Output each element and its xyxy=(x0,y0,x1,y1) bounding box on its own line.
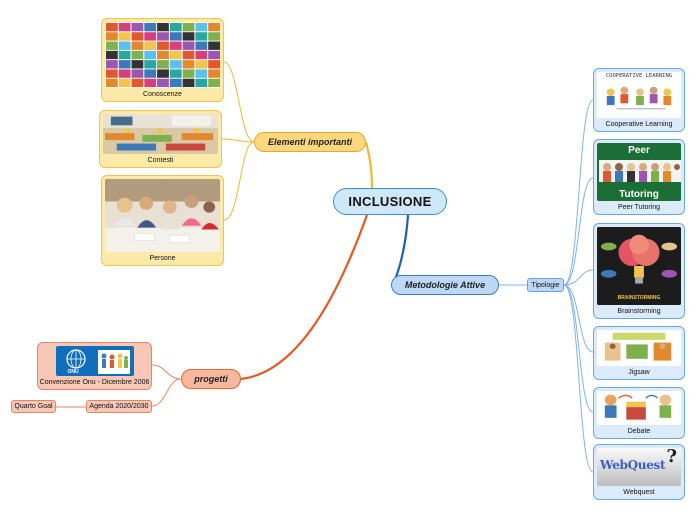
brainstorming-image: BRAINSTORMING xyxy=(597,227,681,305)
question-mark-icon: ? xyxy=(666,448,677,467)
label-peer-tutoring: Peer Tutoring xyxy=(617,204,661,211)
label-brainstorming: Brainstorming xyxy=(617,308,661,315)
central-topic[interactable]: INCLUSIONE xyxy=(333,188,447,215)
card-peer-tutoring[interactable]: Peer Tutoring Peer Tutoring xyxy=(593,139,685,215)
peer-tutoring-image: Peer Tutoring xyxy=(597,143,681,201)
peer-title: Peer xyxy=(628,145,650,156)
card-conoscenze[interactable]: Conoscenze xyxy=(101,18,224,102)
card-contesti[interactable]: Contesti xyxy=(99,110,222,168)
tutoring-title: Tutoring xyxy=(619,189,659,200)
topic-progetti[interactable]: progetti xyxy=(181,369,241,389)
card-persone[interactable]: Persone xyxy=(101,175,224,266)
node-agenda-2020-2030[interactable]: Agenda 2020/2030 xyxy=(86,400,152,413)
persone-image xyxy=(105,179,220,252)
onu-text: ONU xyxy=(67,369,79,375)
card-webquest[interactable]: WebQuest ? Webquest xyxy=(593,444,685,500)
brainstorming-caption: BRAINSTORMING xyxy=(617,295,661,301)
contesti-image xyxy=(103,114,218,154)
people-icon xyxy=(97,350,130,374)
debate-image xyxy=(597,391,681,425)
cooperative-learning-image: COOPERATIVE LEARNING xyxy=(597,72,681,118)
onu-image: ONU xyxy=(55,346,134,376)
label-webquest: Webquest xyxy=(623,489,655,496)
label-convenzione-onu: Convenzione Onu - Dicembre 2006 xyxy=(39,379,150,386)
label-cooperative-learning: Cooperative Learning xyxy=(605,121,673,128)
webquest-logo-text: WebQuest xyxy=(600,458,666,472)
label-conoscenze: Conoscenze xyxy=(143,91,182,98)
node-quarto-goal[interactable]: Quarto Goal xyxy=(11,400,56,413)
topic-metodologie-attive[interactable]: Metodologie Attive xyxy=(391,275,499,295)
label-debate: Debate xyxy=(627,428,651,435)
topic-elementi-importanti[interactable]: Elementi importanti xyxy=(254,132,366,152)
label-persone: Persone xyxy=(149,255,176,262)
card-debate[interactable]: Debate xyxy=(593,387,685,439)
conoscenze-image xyxy=(105,22,220,88)
card-jigsaw[interactable]: Jigsaw xyxy=(593,326,685,380)
card-brainstorming[interactable]: BRAINSTORMING Brainstorming xyxy=(593,223,685,319)
node-tipologie[interactable]: Tipologie xyxy=(527,278,564,292)
label-jigsaw: Jigsaw xyxy=(628,369,650,376)
card-cooperative-learning[interactable]: COOPERATIVE LEARNING Cooperative Learnin… xyxy=(593,68,685,132)
label-contesti: Contesti xyxy=(147,157,174,164)
card-convenzione-onu[interactable]: ONU Convenzione Onu - Dicembre 2006 xyxy=(37,342,152,390)
jigsaw-image xyxy=(597,330,681,366)
webquest-image: WebQuest ? xyxy=(597,448,681,486)
cooperative-learning-caption: COOPERATIVE LEARNING xyxy=(605,73,673,79)
